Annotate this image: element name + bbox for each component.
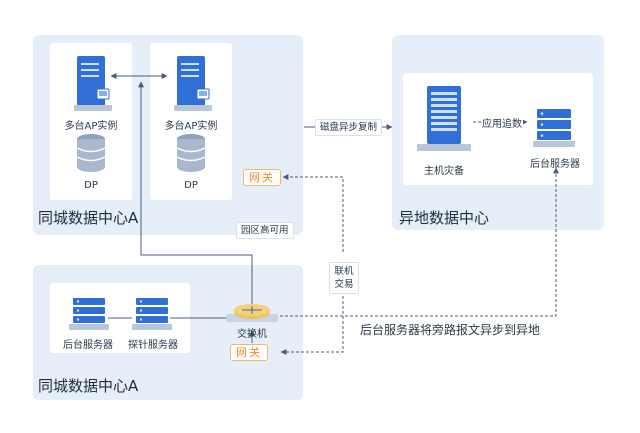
remote-backend-label: 后台服务器 bbox=[530, 159, 580, 170]
rack-server-icon bbox=[69, 298, 109, 330]
online-tx-label: 联机 交易 bbox=[329, 262, 359, 294]
ap-right-label: 多台AP实例 bbox=[164, 121, 218, 132]
ap-left-label: 多台AP实例 bbox=[64, 121, 118, 132]
bypass-sync-link bbox=[280, 167, 559, 317]
dc-remote-title: 异地数据中心 bbox=[399, 209, 490, 227]
online-tx-link-top bbox=[282, 174, 344, 252]
server-icon bbox=[74, 56, 112, 111]
database-icon bbox=[176, 134, 206, 172]
online-tx-line1: 联机 bbox=[334, 266, 354, 277]
host-backup-label: 主机灾备 bbox=[424, 166, 464, 177]
campus-ha-label: 园区高可用 bbox=[236, 222, 294, 239]
server-icon bbox=[174, 56, 212, 111]
online-tx-line2: 交易 bbox=[334, 279, 354, 290]
db-left-label: DP bbox=[84, 180, 98, 191]
database-icon bbox=[76, 134, 106, 172]
backend-server-label: 后台服务器 bbox=[63, 340, 113, 351]
switch-label: 交换机 bbox=[237, 329, 267, 340]
dc-a-top-title: 同城数据中心A bbox=[38, 209, 139, 227]
probe-server-label: 探针服务器 bbox=[128, 340, 178, 351]
disk-replication-label: 磁盘异步复制 bbox=[315, 119, 383, 136]
tower-host-icon bbox=[417, 86, 471, 151]
online-tx-link-bottom bbox=[280, 296, 344, 355]
rack-server-icon bbox=[533, 109, 575, 147]
dc-a-bottom-title: 同城数据中心A bbox=[38, 377, 139, 395]
gateway-top: 网关 bbox=[243, 169, 281, 186]
gateway-bottom: 网关 bbox=[230, 344, 268, 361]
rack-server-icon bbox=[132, 298, 172, 330]
campus-ha-link bbox=[138, 81, 253, 306]
app-tracking-label: 应用追数 bbox=[481, 115, 523, 130]
bypass-sync-label: 后台服务器将旁路报文异步到异地 bbox=[360, 323, 541, 337]
db-right-label: DP bbox=[184, 180, 198, 191]
network-switch-icon bbox=[226, 304, 278, 322]
